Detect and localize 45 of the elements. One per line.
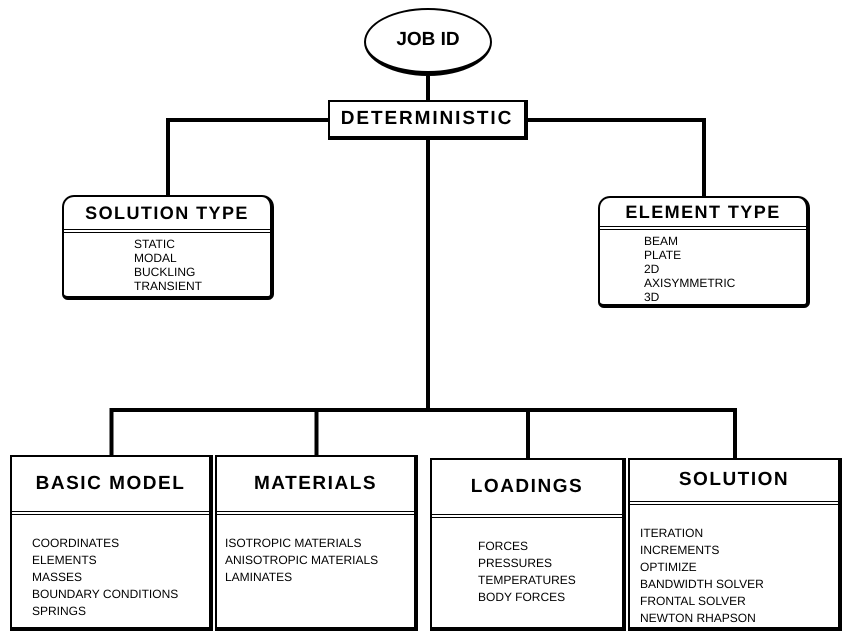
process-box (328, 100, 528, 140)
list-item: PRESSURES (478, 555, 554, 572)
list-item: BODY FORCES (478, 589, 566, 606)
list-item: FRONTAL SOLVER (640, 593, 747, 610)
list-item: BEAM (644, 234, 680, 248)
list-item: AXISYMMETRIC (644, 276, 736, 290)
card-title: SOLUTION (678, 468, 790, 492)
list-item: MODAL (134, 251, 178, 265)
category-card (10, 455, 213, 631)
card-title: ELEMENT TYPE (625, 200, 781, 224)
list-item: MASSES (32, 569, 84, 586)
list-item: BUCKLING (134, 265, 196, 279)
card-title: MATERIALS (254, 472, 378, 496)
list-item: OPTIMIZE (640, 559, 698, 576)
category-card (598, 196, 810, 308)
node-title: DETERMINISTIC (340, 106, 514, 131)
list-item: ISOTROPIC MATERIALS (225, 535, 362, 552)
list-item: BANDWIDTH SOLVER (640, 576, 765, 593)
list-item: FORCES (478, 538, 530, 555)
list-item: STATIC (134, 237, 176, 251)
card-title: SOLUTION TYPE (85, 202, 249, 224)
category-card (62, 195, 274, 300)
card-title: BASIC MODEL (36, 472, 186, 496)
connector-line (528, 118, 706, 196)
list-item: BOUNDARY CONDITIONS (32, 586, 180, 603)
card-title: LOADINGS (470, 474, 584, 499)
list-item: SPRINGS (32, 603, 88, 620)
category-card (215, 455, 418, 631)
node-title: JOB ID (396, 28, 460, 52)
list-item: 3D (644, 290, 660, 304)
list-item: TEMPERATURES (478, 572, 577, 589)
category-card (628, 458, 842, 631)
list-item: LAMINATES (225, 569, 294, 586)
list-item: ANISOTROPIC MATERIALS (225, 552, 380, 569)
list-item: ELEMENTS (32, 552, 98, 569)
list-item: 2D (644, 262, 660, 276)
list-item: TRANSIENT (134, 279, 204, 293)
list-item: COORDINATES (32, 535, 120, 552)
list-item: NEWTON RHAPSON (640, 610, 757, 627)
list-item: ITERATION (640, 525, 704, 542)
list-item: PLATE (644, 248, 682, 262)
category-card (430, 458, 626, 631)
connector-line (166, 118, 328, 195)
list-item: INCREMENTS (640, 542, 720, 559)
connector-line (426, 76, 430, 100)
